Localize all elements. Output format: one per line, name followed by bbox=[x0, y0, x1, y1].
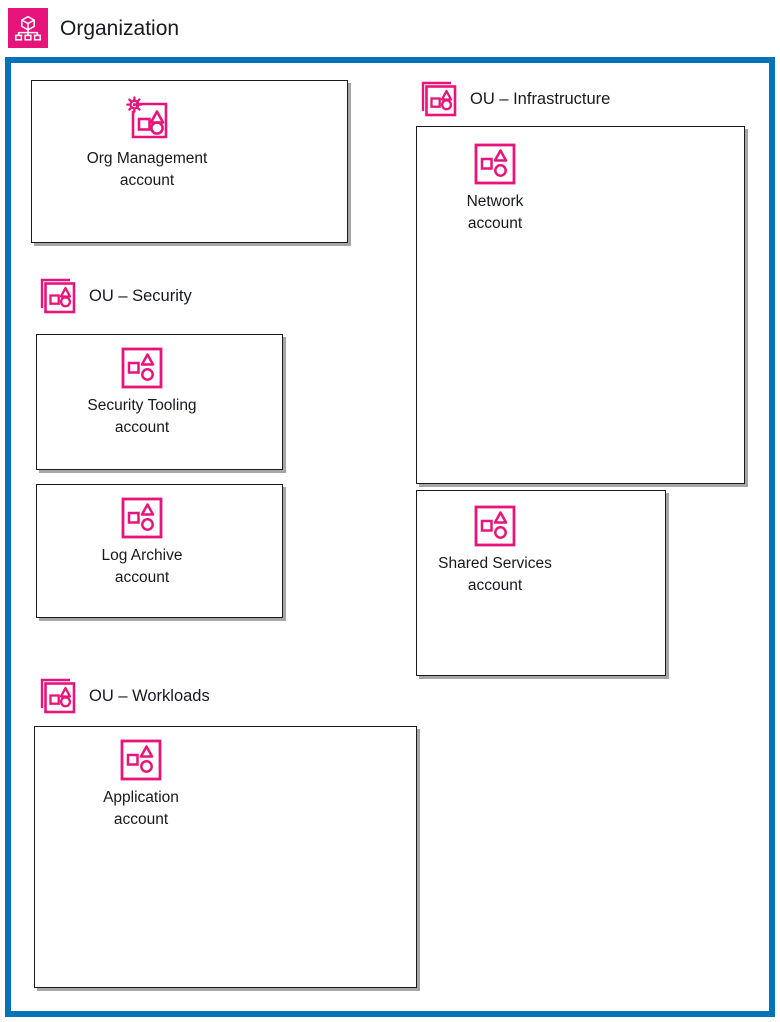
ou-label-security: OU – Security bbox=[89, 286, 192, 305]
page-title: Organization bbox=[60, 16, 180, 40]
ou-icon bbox=[419, 79, 459, 119]
ou-header-security[interactable]: OU – Security bbox=[38, 276, 192, 316]
ou-icon bbox=[38, 276, 78, 316]
account-label-application: Application account bbox=[103, 789, 179, 829]
ou-icon bbox=[38, 676, 78, 716]
account-box-shared-services[interactable]: Shared Services account bbox=[416, 490, 666, 676]
ou-header-infrastructure[interactable]: OU – Infrastructure bbox=[419, 79, 610, 119]
account-content-network: Network account bbox=[417, 142, 573, 236]
account-box-log-archive[interactable]: Log Archive account bbox=[36, 484, 283, 618]
ou-label-infrastructure: OU – Infrastructure bbox=[470, 89, 611, 108]
organization-header: Organization bbox=[8, 8, 179, 48]
account-content-log-archive: Log Archive account bbox=[37, 496, 247, 590]
account-content-shared-services: Shared Services account bbox=[417, 504, 573, 598]
account-label-security-tooling: Security Tooling account bbox=[87, 397, 197, 437]
account-box-security-tooling[interactable]: Security Tooling account bbox=[36, 334, 283, 470]
account-label-org-management: Org Management account bbox=[86, 150, 208, 190]
ou-label-workloads: OU – Workloads bbox=[89, 686, 210, 705]
account-label-network: Network account bbox=[466, 193, 524, 233]
account-content-application: Application account bbox=[35, 738, 247, 832]
account-content-org-management: Org Management account bbox=[32, 93, 262, 193]
account-box-application[interactable]: Application account bbox=[34, 726, 417, 988]
account-icon bbox=[120, 496, 164, 540]
account-icon bbox=[473, 142, 517, 186]
ou-header-workloads[interactable]: OU – Workloads bbox=[38, 676, 210, 716]
account-label-shared-services: Shared Services account bbox=[438, 555, 552, 595]
account-box-org-management[interactable]: Org Management account bbox=[31, 80, 348, 243]
account-icon bbox=[120, 346, 164, 390]
account-content-security-tooling: Security Tooling account bbox=[37, 346, 247, 440]
account-label-log-archive: Log Archive account bbox=[101, 547, 183, 587]
account-box-network[interactable]: Network account bbox=[416, 126, 745, 484]
organization-icon bbox=[8, 8, 48, 48]
account-icon bbox=[119, 738, 163, 782]
account-icon bbox=[473, 504, 517, 548]
management-account-icon bbox=[122, 93, 172, 143]
